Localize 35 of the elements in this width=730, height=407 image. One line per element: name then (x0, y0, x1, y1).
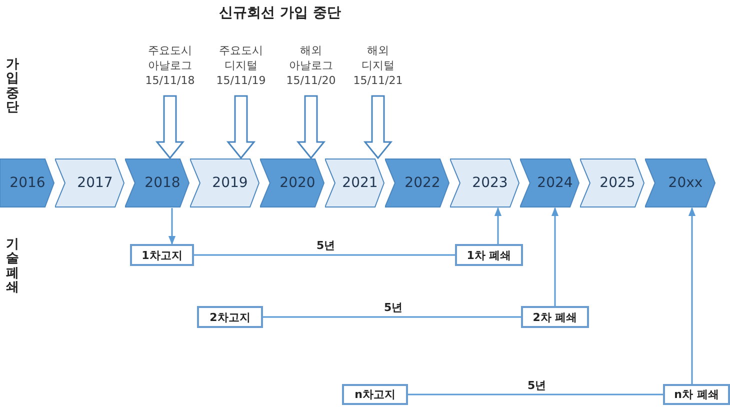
date-note: 주요도시 디지털 15/11/19 (214, 40, 268, 90)
timeline-segment: 2024 (520, 158, 580, 208)
stage-box: n차고지 (342, 384, 408, 405)
timeline-segment: 2019 (190, 158, 260, 208)
arrow (494, 207, 502, 244)
connector-line (263, 316, 521, 318)
date-note: 해외 디지털 15/11/21 (351, 40, 405, 90)
timeline-segment: 2021 (325, 158, 385, 208)
stage-box: 2차 폐쇄 (521, 306, 589, 328)
hollow-arrow (155, 95, 185, 160)
connector-line (408, 394, 663, 396)
timeline-segment: 2016 (0, 158, 55, 208)
stage-box: n차 폐쇄 (663, 384, 730, 405)
date-note: 해외 아날로그 15/11/20 (284, 40, 338, 90)
hollow-arrow (226, 95, 256, 160)
diagram-title: 신규회선 가입 중단 (218, 4, 342, 22)
timeline-segment: 2020 (260, 158, 325, 208)
side-label: 기술 폐쇄 (6, 238, 19, 296)
hollow-arrow (363, 95, 393, 160)
date-note: 주요도시 아날로그 15/11/18 (143, 40, 197, 90)
timeline-segment: 2025 (580, 158, 645, 208)
stage-box: 2차고지 (197, 306, 263, 328)
stage-box: 1차고지 (130, 244, 194, 266)
stage-box: 1차 폐쇄 (455, 244, 523, 266)
side-label: 가입 중단 (6, 58, 19, 116)
connector-line (194, 254, 455, 256)
arrow (688, 207, 696, 384)
arrow (551, 207, 559, 306)
timeline-segment: 20xx (645, 158, 716, 208)
hollow-arrow (296, 95, 326, 160)
timeline-segment: 2018 (125, 158, 190, 208)
timeline-segment: 2017 (55, 158, 125, 208)
arrow (168, 208, 176, 245)
timeline-segment: 2022 (385, 158, 450, 208)
timeline-segment: 2023 (450, 158, 520, 208)
